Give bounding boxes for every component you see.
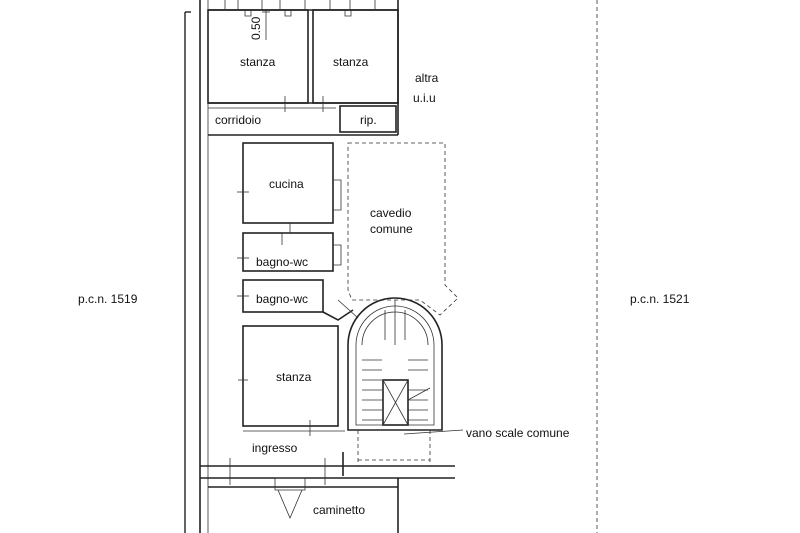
room-label-cucina: cucina	[269, 177, 304, 191]
other-unit-label-2: u.i.u	[413, 91, 436, 105]
stairs-label: vano scale comune	[466, 426, 570, 440]
cavedio-label-1: cavedio	[370, 206, 412, 220]
room-label-corridoio: corridoio	[215, 113, 261, 127]
top-rooms	[207, 0, 399, 104]
room-label-stanza-main: stanza	[276, 370, 312, 384]
caminetto-area	[208, 477, 399, 533]
main-room-walls	[238, 325, 345, 436]
cavedio-outline	[347, 142, 459, 316]
room-label-rip: rip.	[360, 113, 377, 127]
corridor-walls	[208, 96, 398, 136]
room-label-ingresso: ingresso	[252, 441, 298, 455]
room-label-stanza-top-right: stanza	[333, 55, 369, 69]
room-label-stanza-top-left: stanza	[240, 55, 276, 69]
room-label-bagno-wc-1: bagno-wc	[256, 255, 308, 269]
stair-tower	[347, 297, 464, 466]
room-label-caminetto: caminetto	[313, 503, 365, 517]
parcel-label-left: p.c.n. 1519	[78, 292, 138, 306]
dimension-label: 0.50	[249, 16, 263, 40]
parcel-label-right: p.c.n. 1521	[630, 292, 690, 306]
ingresso-marks	[229, 452, 344, 485]
cavedio-label-2: comune	[370, 222, 413, 236]
service-rooms	[237, 142, 359, 321]
other-unit-label-1: altra	[415, 71, 439, 85]
room-label-bagno-wc-2: bagno-wc	[256, 292, 308, 306]
